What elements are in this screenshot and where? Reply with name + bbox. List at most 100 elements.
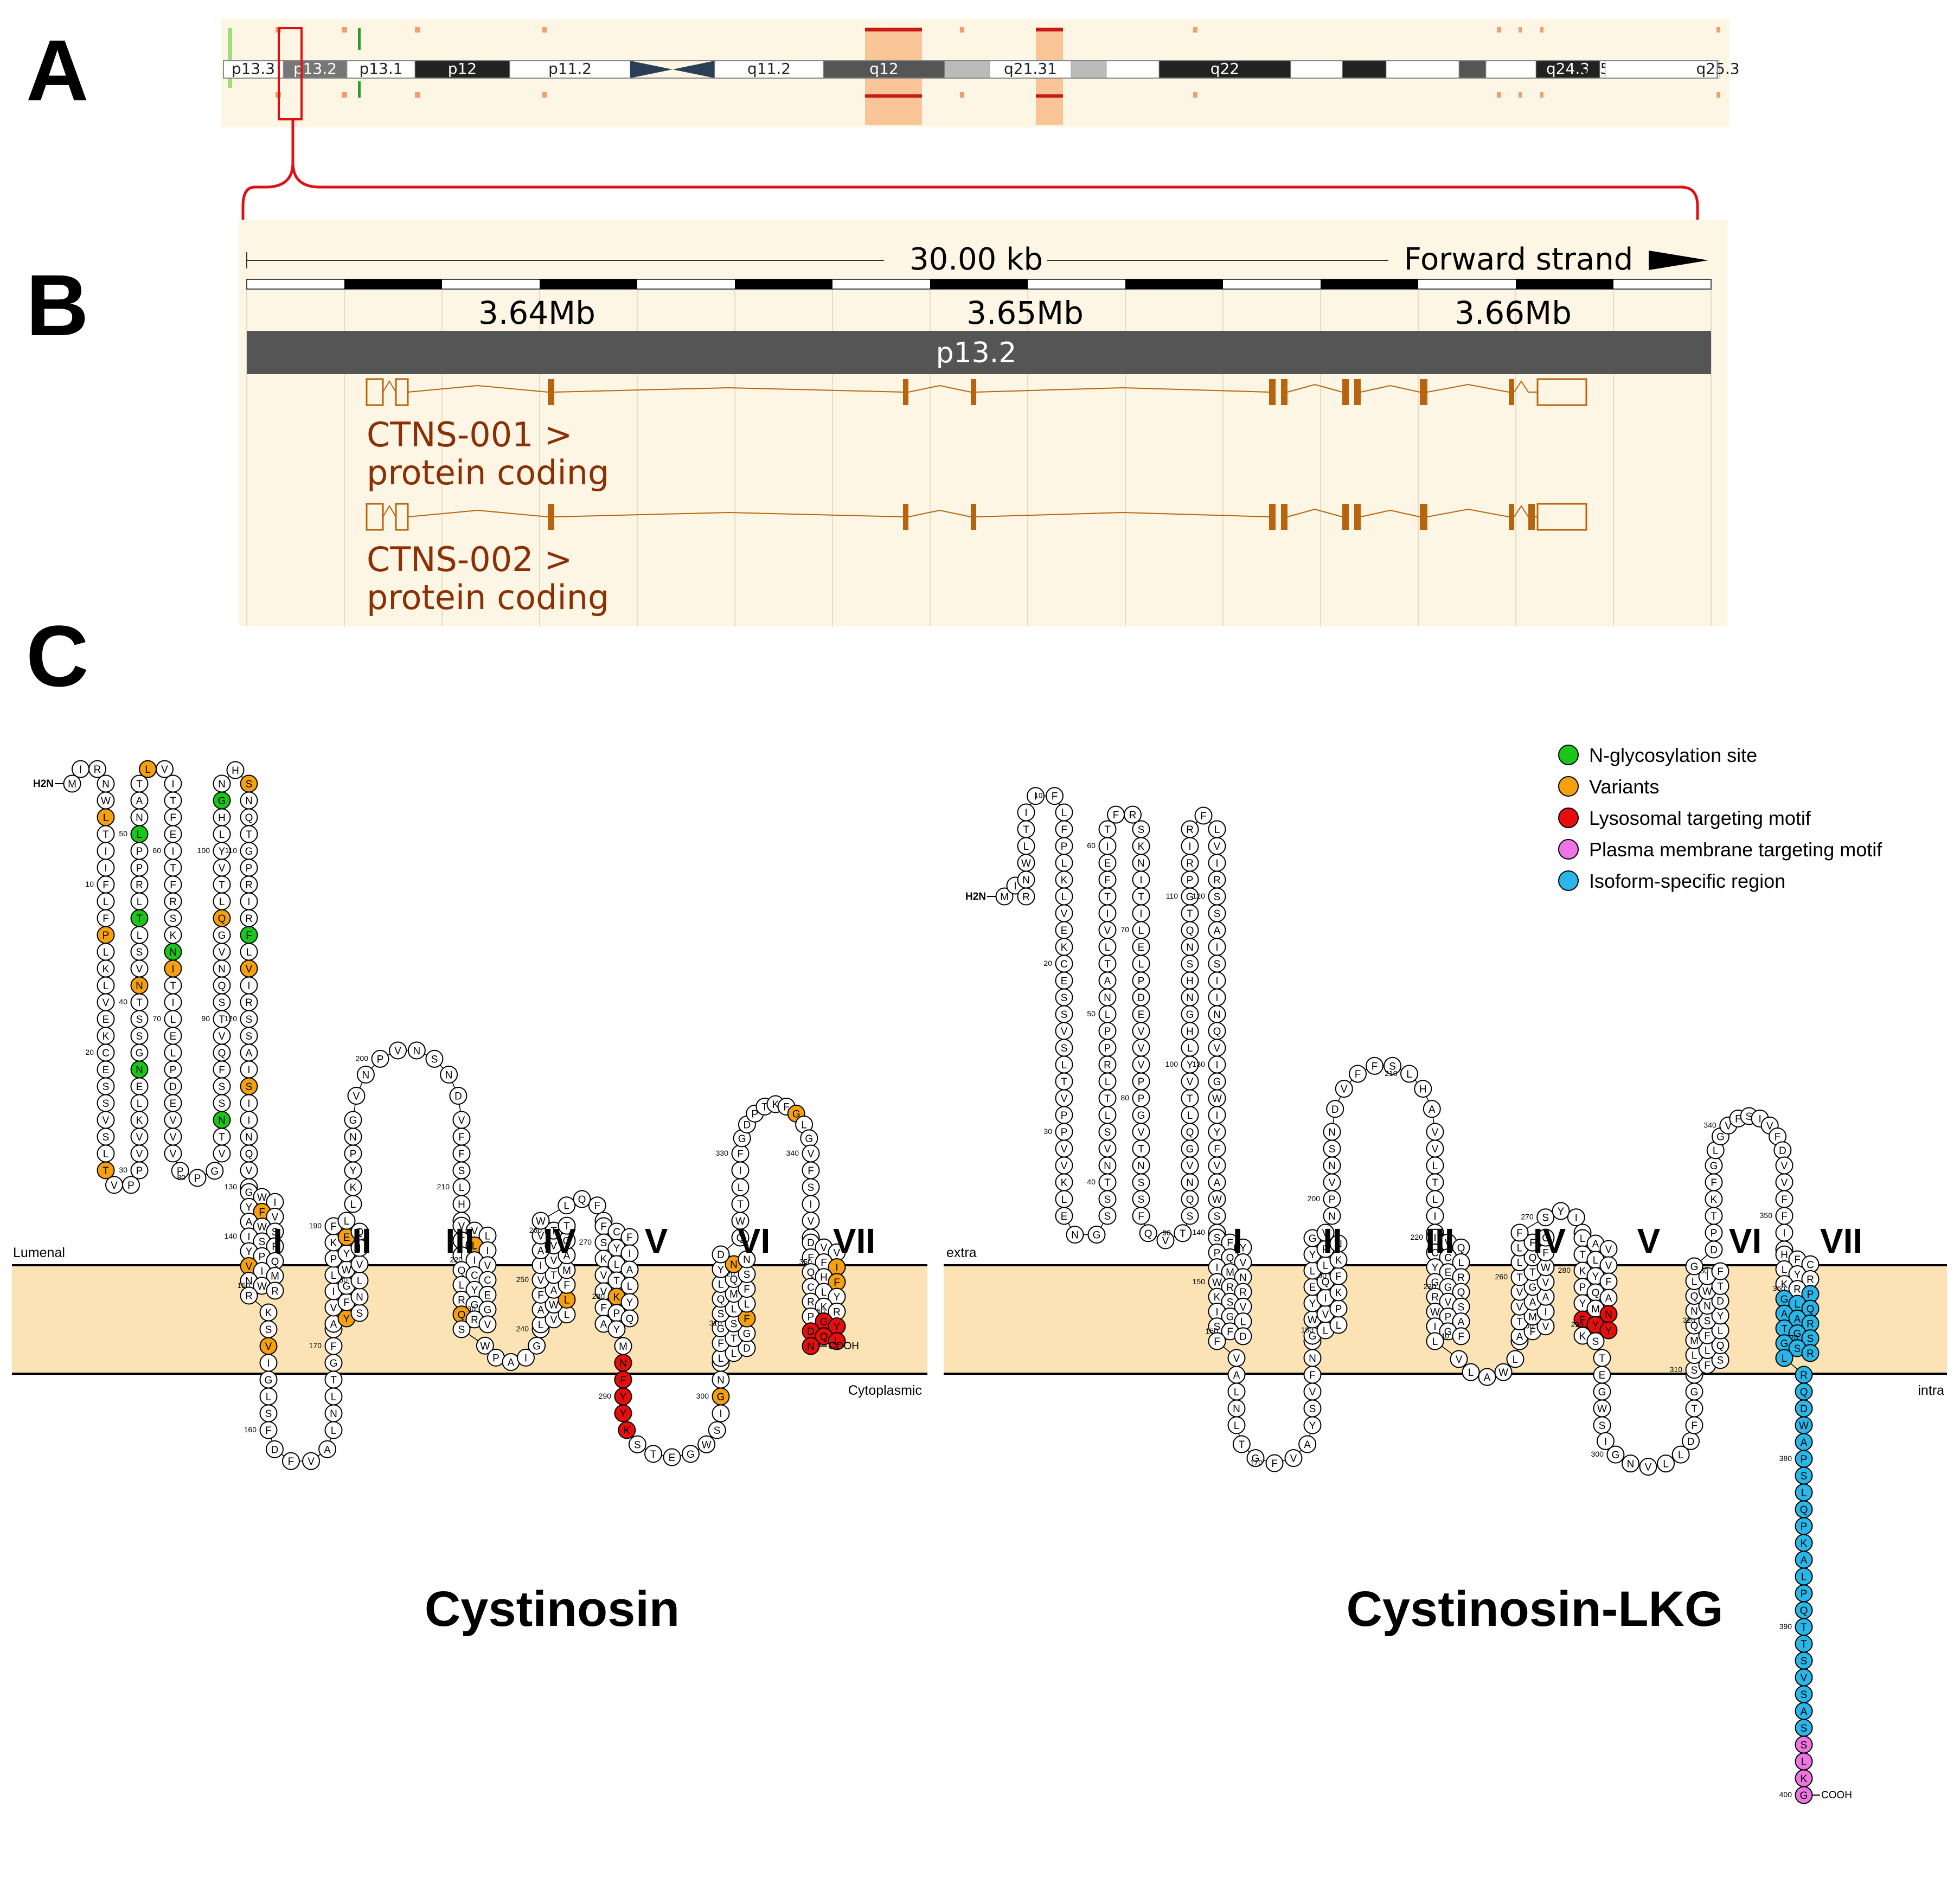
residue-letter: R <box>245 913 253 925</box>
residue-letter: W <box>1702 1286 1712 1297</box>
residue-letter: F <box>1214 1336 1220 1348</box>
residue-letter: S <box>1187 959 1194 970</box>
residue-letter: Y <box>626 1297 633 1309</box>
residue <box>1232 1435 1251 1453</box>
residue-letter: N <box>1309 1353 1316 1364</box>
residue-letter: I <box>1215 858 1218 869</box>
residue-letter: P <box>1138 1077 1145 1088</box>
residue-letter: I <box>486 1246 489 1257</box>
residue-letter: L <box>1782 1264 1788 1276</box>
residue-letter: P <box>613 1308 620 1319</box>
residue <box>1323 1123 1341 1141</box>
residue <box>573 1190 591 1208</box>
intron-line <box>382 380 396 393</box>
forward-strand-arrow <box>1649 251 1708 270</box>
residue-letter: Y <box>1592 1271 1599 1283</box>
residue-letter: V <box>219 947 226 958</box>
residue-letter: S <box>458 1165 465 1177</box>
residue-letter: V <box>484 1260 491 1272</box>
residue-letter: T <box>650 1449 657 1460</box>
residue-number: 10 <box>1034 791 1043 800</box>
transcript-name[interactable]: CTNS-001 > <box>367 415 572 454</box>
residue-letter: F <box>834 1277 840 1289</box>
residue-letter: H <box>820 1272 828 1284</box>
residue-letter: F <box>1529 1238 1536 1249</box>
residue-letter: I <box>247 896 250 908</box>
residue-letter: L <box>1214 824 1220 836</box>
residue-letter: Y <box>834 1322 841 1333</box>
chromosome-band <box>944 60 990 79</box>
residue-letter: P <box>808 1311 815 1323</box>
transcript-name[interactable]: CTNS-002 > <box>367 540 572 579</box>
residue-letter: G <box>1800 1790 1808 1802</box>
residue-letter: A <box>537 1246 545 1257</box>
residue-letter: D <box>1687 1436 1695 1447</box>
intron-line <box>1360 509 1420 517</box>
residue-letter: F <box>1214 1144 1220 1155</box>
residue-letter: R <box>245 1291 253 1302</box>
residue-letter: F <box>259 1207 265 1218</box>
tick-mark <box>1036 94 1063 98</box>
residue-letter: P <box>136 846 143 857</box>
residue-letter: L <box>1432 1161 1438 1172</box>
residue-letter: T <box>1187 1093 1193 1105</box>
residue-letter: L <box>1663 1459 1669 1470</box>
residue <box>449 1087 467 1105</box>
selected-band-marker[interactable] <box>278 27 303 120</box>
residue-letter: K <box>103 1031 110 1042</box>
residue-letter: V <box>1061 1026 1068 1037</box>
residue-letter: I <box>247 981 250 992</box>
residue-letter: G <box>1213 1077 1221 1088</box>
residue-letter: G <box>687 1449 695 1460</box>
legend-label: Lysosomal targeting motif <box>1589 807 1811 829</box>
residue-letter: T <box>219 1014 225 1026</box>
residue-letter: D <box>1716 1296 1724 1308</box>
residue-letter: F <box>288 1456 294 1468</box>
residue-letter: H <box>1780 1250 1788 1261</box>
residue-letter: V <box>1104 1144 1111 1155</box>
residue-letter: T <box>136 779 143 790</box>
residue-letter: S <box>1227 1297 1234 1308</box>
chromosome-band <box>509 60 631 79</box>
residue-letter: P <box>1322 1244 1329 1255</box>
exon-block <box>903 379 908 405</box>
residue-letter: K <box>170 930 177 941</box>
intron-line <box>1287 383 1343 393</box>
chromosome-band <box>1071 60 1107 79</box>
residue <box>1055 1207 1073 1225</box>
residue-letter: S <box>714 1425 721 1437</box>
residue-letter: P <box>1807 1289 1814 1300</box>
residue-letter: W <box>1212 1194 1222 1206</box>
residue <box>1298 1435 1317 1453</box>
band-label: q11.2 <box>747 60 791 78</box>
residue <box>558 1216 576 1235</box>
tm-labels-cystinosin: I II III IV V VI VII <box>273 1221 875 1260</box>
residue-letter: I <box>1433 1211 1436 1222</box>
residue-letter: G <box>1137 1110 1145 1122</box>
residue-letter: T <box>170 863 176 874</box>
residue-number: 130 <box>225 1182 238 1191</box>
residue-letter: L <box>1138 959 1144 970</box>
exon-block <box>1342 379 1349 405</box>
residue <box>1552 1202 1570 1220</box>
ruler-segment <box>344 279 442 289</box>
residue-letter: T <box>1104 892 1111 903</box>
residue-letter: S <box>103 1132 110 1143</box>
residue-letter: I <box>1544 1306 1547 1318</box>
residue-letter: G <box>805 1133 813 1145</box>
residue <box>628 1435 646 1453</box>
residue-number: 390 <box>1779 1622 1792 1631</box>
residue-letter: D <box>743 1343 751 1355</box>
residue-letter: L <box>718 1353 724 1364</box>
residue-letter: Q <box>1186 1194 1194 1206</box>
residue-letter: K <box>613 1292 620 1303</box>
residue-letter: N <box>356 1292 363 1303</box>
residue-letter: F <box>808 1252 814 1264</box>
c-terminus-label: COOH <box>828 1341 859 1352</box>
residue-letter: F <box>563 1280 570 1291</box>
residue <box>1606 1445 1625 1464</box>
residue-letter: A <box>1542 1292 1549 1303</box>
residue-letter: A <box>246 1048 253 1059</box>
residue-letter: I <box>1758 1113 1761 1125</box>
